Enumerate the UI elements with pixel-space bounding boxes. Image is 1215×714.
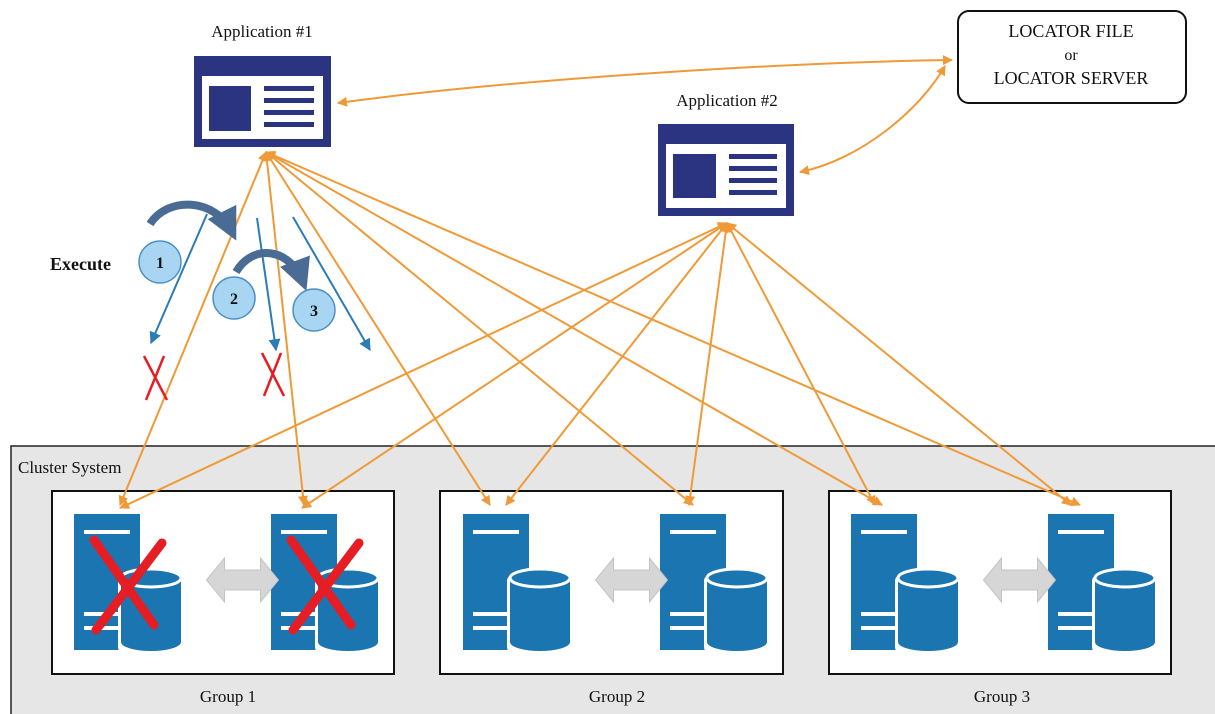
connection-lines [118, 55, 1081, 509]
failure-x-icon [89, 535, 167, 635]
step-number: 2 [230, 291, 238, 308]
locator-link [799, 65, 946, 176]
step-number: 3 [310, 303, 318, 320]
failure-x-icon [260, 352, 286, 397]
step-circle-1: 1 [138, 240, 182, 284]
database-icon [895, 567, 961, 653]
group-label: Group 3 [974, 687, 1030, 706]
step-circle-3: 3 [292, 288, 336, 332]
server-icon [271, 514, 381, 653]
execute-arrow-2 [256, 217, 281, 352]
group-label: Group 2 [589, 687, 645, 706]
locator-link [337, 55, 953, 107]
connection-line [726, 222, 1072, 506]
server-icon [660, 514, 770, 653]
locator-line-2: or [1064, 47, 1078, 64]
database-icon [704, 567, 770, 653]
server-icon [851, 514, 961, 653]
failure-x-icon [142, 355, 169, 401]
retry-arrow-2 [232, 249, 310, 291]
execute-sequence: Execute 1 2 3 [50, 200, 371, 401]
sync-arrow-icon [205, 556, 280, 604]
locator-line-1: LOCATOR FILE [1008, 21, 1133, 41]
failure-x-icon [286, 535, 364, 635]
app-window-icon [194, 56, 331, 147]
application-2-label: Application #2 [676, 91, 778, 110]
sync-arrows [205, 556, 1057, 604]
step-circle-2: 2 [212, 276, 256, 320]
group-label: Group 1 [200, 687, 256, 706]
database-icon [507, 567, 573, 653]
server-icon [74, 514, 184, 653]
cluster-label: Cluster System [18, 458, 121, 477]
application-1-label: Application #1 [211, 22, 313, 41]
execute-label: Execute [50, 254, 111, 274]
retry-arrow-1 [146, 200, 237, 241]
step-number: 1 [156, 255, 164, 272]
servers-layer [74, 514, 1158, 653]
server-icon [463, 514, 573, 653]
locator-line-3: LOCATOR SERVER [994, 68, 1149, 88]
execute-arrow-1 [149, 213, 208, 345]
sync-arrow-icon [982, 556, 1057, 604]
locator-box: LOCATOR FILE or LOCATOR SERVER [957, 10, 1187, 104]
database-icon [1092, 567, 1158, 653]
application-1: Application #1 [194, 22, 331, 147]
sync-arrow-icon [594, 556, 669, 604]
server-icon [1048, 514, 1158, 653]
connection-line [685, 222, 731, 506]
app-window-icon [658, 124, 794, 216]
execute-arrow-3 [292, 216, 371, 352]
application-2: Application #2 [658, 91, 794, 216]
